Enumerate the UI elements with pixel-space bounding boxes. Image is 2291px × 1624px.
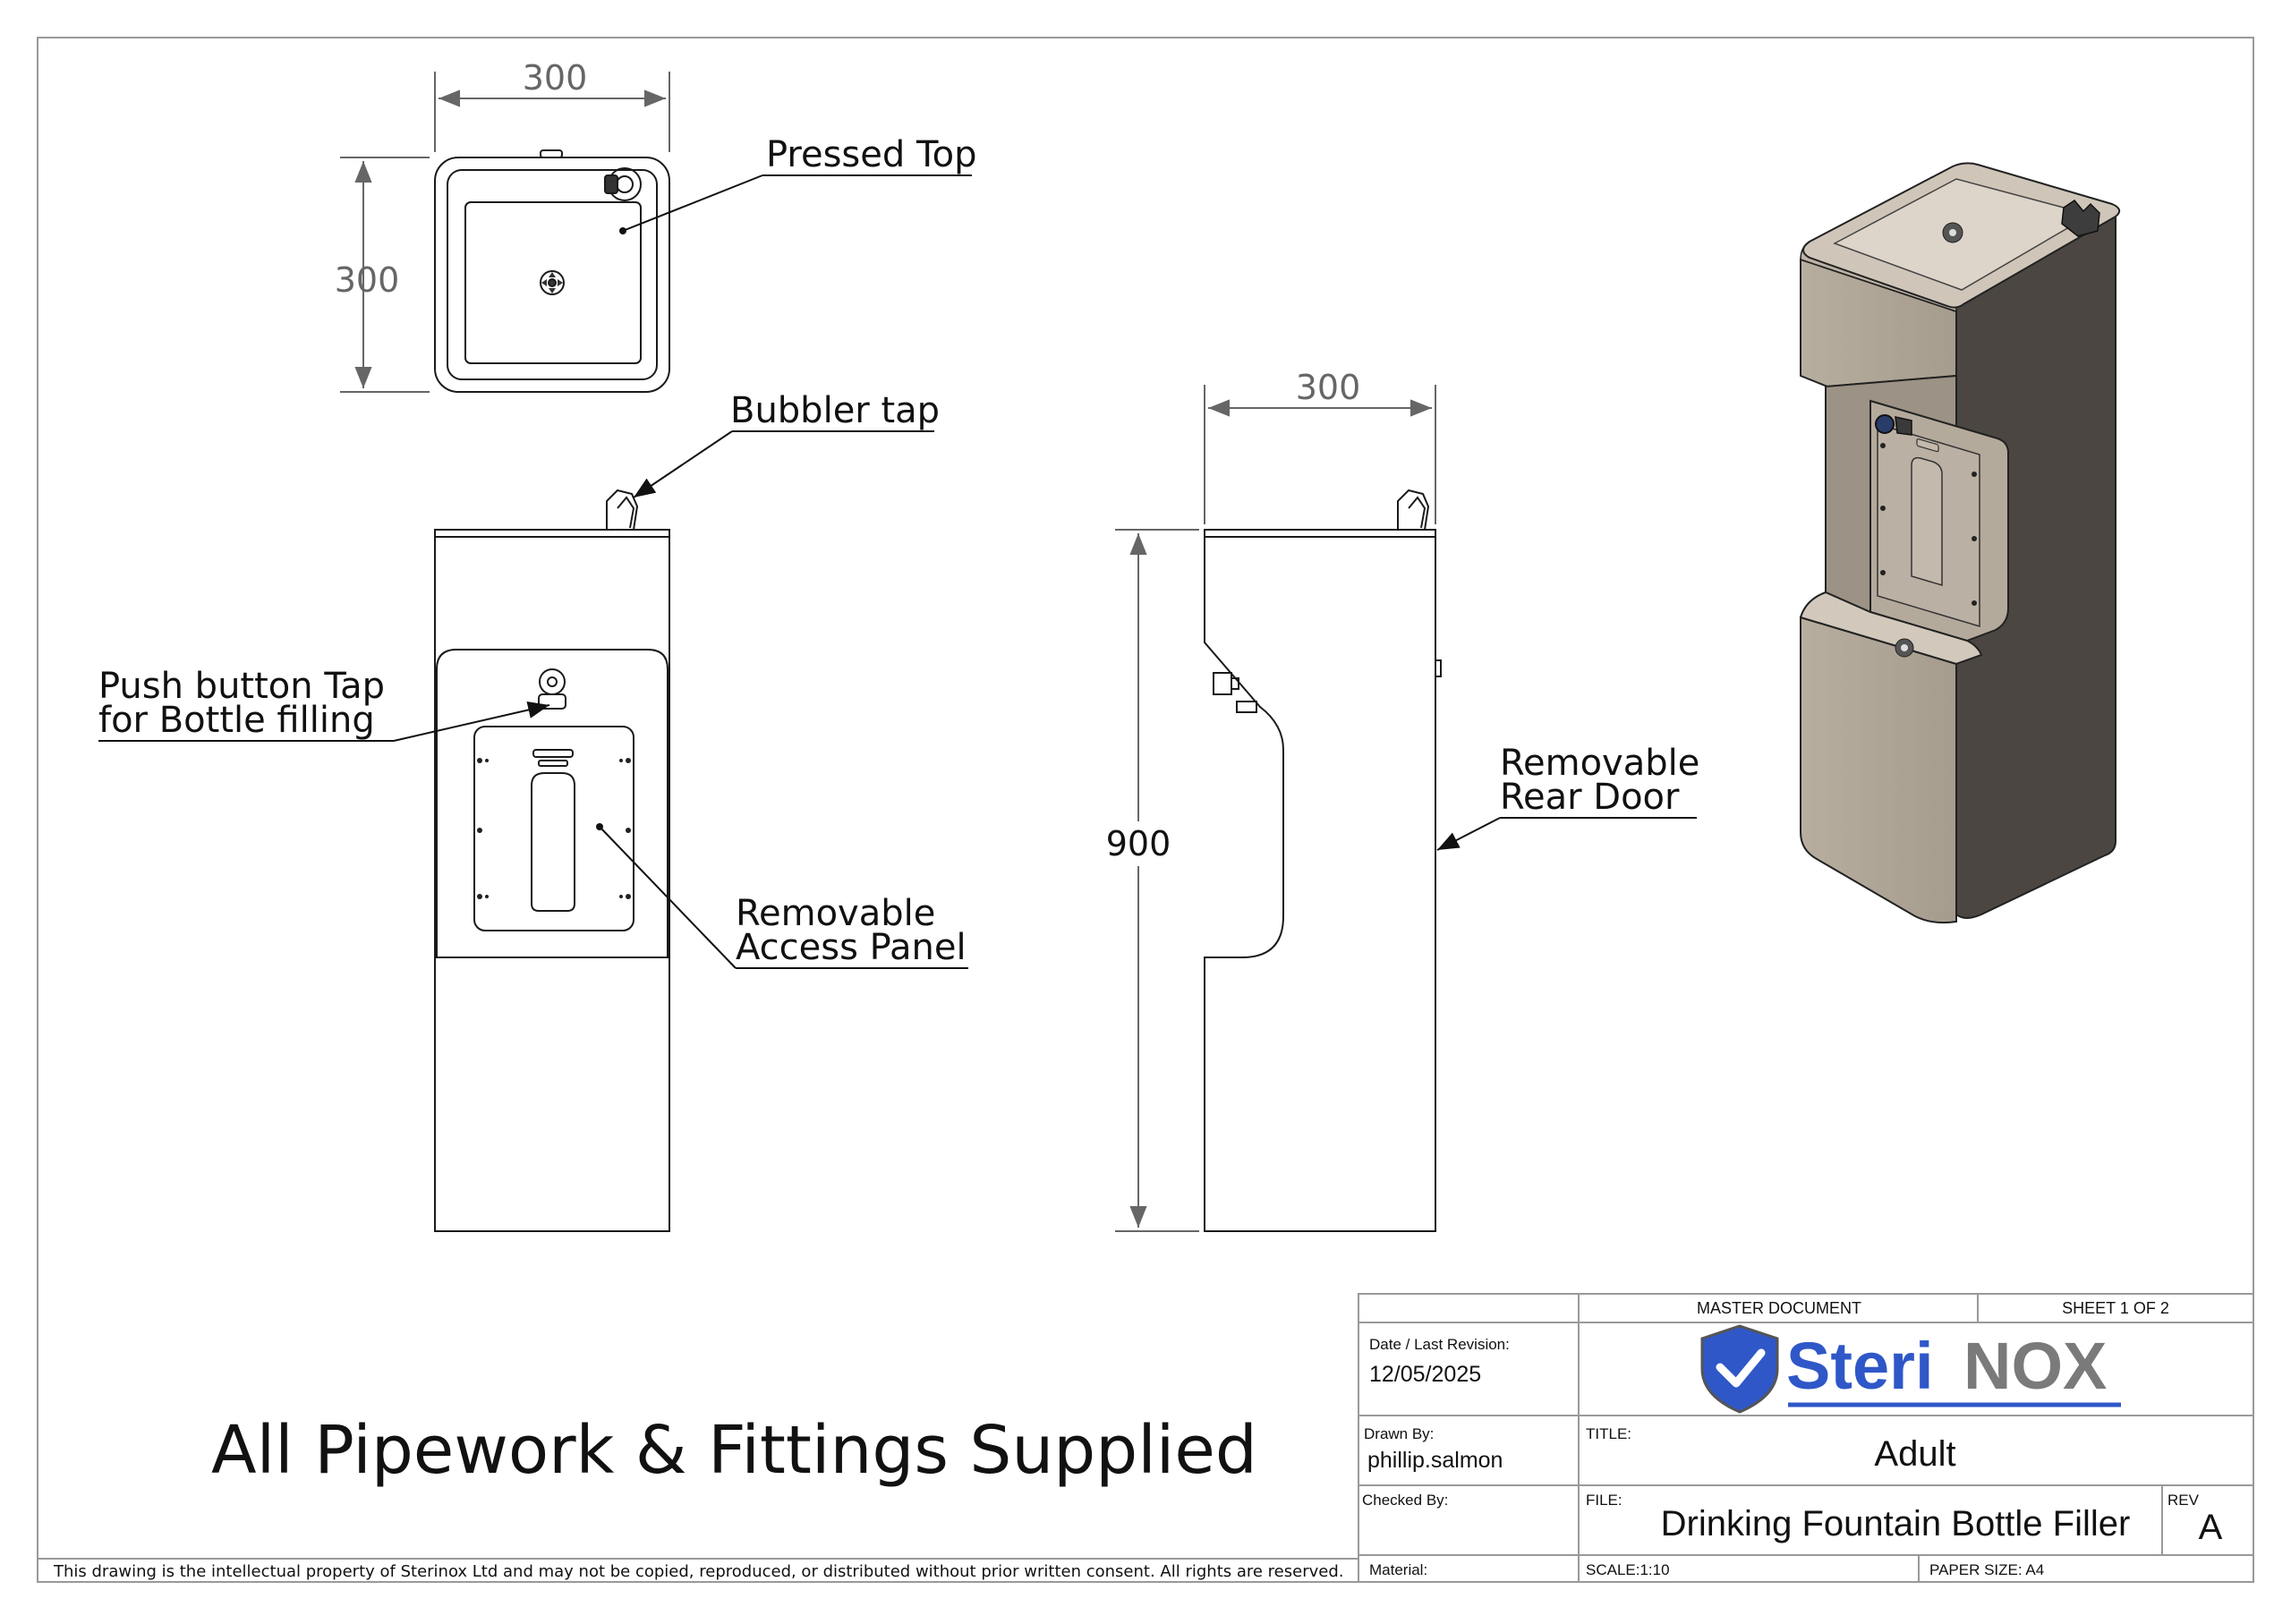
isometric-view <box>1799 162 2121 924</box>
side-view <box>1204 489 1442 1232</box>
paper-size-label: PAPER SIZE: A4 <box>1929 1561 2044 1578</box>
dim-top-depth: 300 <box>335 260 400 300</box>
callout-rear-door: Removable Rear Door <box>1436 743 1699 851</box>
callout-bubbler-tap: Bubbler tap <box>633 390 940 498</box>
top-view-dimensions <box>340 72 670 393</box>
title-value: Adult <box>1874 1434 1955 1474</box>
title-label: TITLE: <box>1586 1425 1631 1442</box>
file-value: Drinking Fountain Bottle Filler <box>1661 1504 2131 1543</box>
material-label: Material: <box>1369 1561 1427 1578</box>
label-pressed-top: Pressed Top <box>766 134 977 175</box>
date-label: Date / Last Revision: <box>1369 1336 1510 1353</box>
label-rear-door-1: Removable <box>1500 743 1699 784</box>
label-access-panel-2: Access Panel <box>736 927 967 968</box>
dim-side-width: 300 <box>1296 368 1361 407</box>
front-view <box>434 489 670 1232</box>
drawn-by-label: Drawn By: <box>1364 1425 1434 1442</box>
access-panel-screws <box>477 758 631 899</box>
date-value: 12/05/2025 <box>1369 1362 1481 1387</box>
sheet-border <box>37 37 2254 1583</box>
label-push-button-1: Push button Tap <box>98 666 385 707</box>
dim-top-width: 300 <box>523 58 588 98</box>
logo-text-nox: NOX <box>1963 1329 2107 1403</box>
side-view-dimensions <box>1115 385 1436 1232</box>
label-access-panel-1: Removable <box>736 893 935 934</box>
dim-height: 900 <box>1106 824 1171 863</box>
rev-value: A <box>2199 1508 2223 1547</box>
sterinox-logo: Steri NOX <box>1700 1324 2121 1414</box>
top-view <box>434 149 670 393</box>
scale-label: SCALE:1:10 <box>1586 1561 1670 1578</box>
callout-pressed-top: Pressed Top <box>619 134 977 234</box>
sheet-label: SHEET 1 OF 2 <box>2062 1299 2169 1317</box>
callout-access-panel: Removable Access Panel <box>596 823 968 969</box>
footer-note: All Pipework & Fittings Supplied <box>211 1412 1257 1489</box>
label-push-button-2: for Bottle filling <box>98 700 375 741</box>
drawn-by-value: phillip.salmon <box>1367 1448 1503 1473</box>
label-bubbler-tap: Bubbler tap <box>730 390 940 431</box>
callout-push-button: Push button Tap for Bottle filling <box>98 666 550 742</box>
label-rear-door-2: Rear Door <box>1500 777 1680 818</box>
checked-by-label: Checked By: <box>1362 1492 1448 1509</box>
title-block: MASTER DOCUMENT SHEET 1 OF 2 Date / Last… <box>1358 1293 2254 1583</box>
copyright-notice: This drawing is the intellectual propert… <box>53 1562 1344 1581</box>
file-label: FILE: <box>1586 1492 1622 1509</box>
shield-check-icon <box>1700 1324 1779 1414</box>
logo-text-steri: Steri <box>1786 1329 1934 1403</box>
rev-label: REV <box>2168 1492 2200 1509</box>
master-document-label: MASTER DOCUMENT <box>1697 1299 1861 1317</box>
